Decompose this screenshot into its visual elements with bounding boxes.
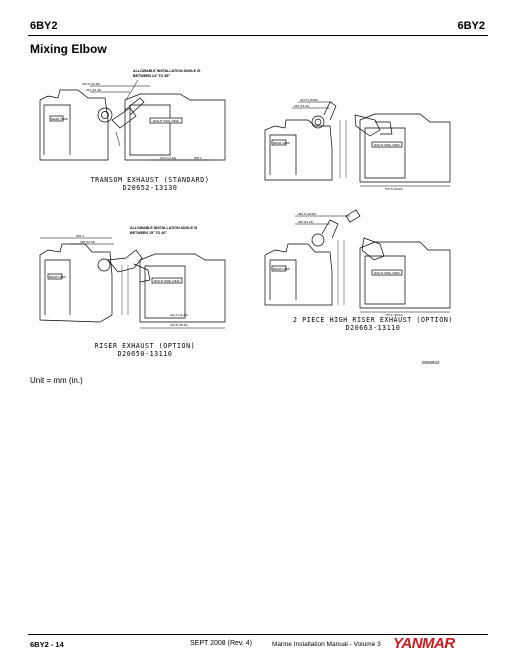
footer-page-number: 6BY2 - 14 xyxy=(30,640,64,649)
riser-dim-1: 306.4 xyxy=(76,234,84,238)
footer-date: SEPT 2008 (Rev. 4) xyxy=(190,640,252,647)
transom-caption-line1: TRANSOM EXHAUST (STANDARD) xyxy=(91,176,210,184)
yanmar-logo: YANMAR xyxy=(393,635,455,652)
transom-right-side-view-label: RIGHT SIDE VIEW xyxy=(153,119,179,123)
transom-dim-1: 416.0 (16.38) xyxy=(82,82,100,86)
mixing-elbow-drawings: ALLOWABLE INSTALLATION ANGLE IS BETWEEN … xyxy=(39,69,453,365)
high-riser-top-drawing xyxy=(264,101,451,187)
high-riser-top-right-side-view-label: RIGHT SIDE VIEW xyxy=(374,143,400,147)
transom-angle-note-line2: BETWEEN 24° TO 55° xyxy=(133,74,170,78)
riser-dim-2: 328 (12.91) xyxy=(80,240,95,244)
high-riser-dim-3: 775.1 (30.52) xyxy=(385,313,403,317)
header-rule xyxy=(28,35,488,36)
high-riser-rear-view-label: REAR VIEW xyxy=(273,267,290,271)
transom-angle-note-line1: ALLOWABLE INSTALLATION ANGLE IS xyxy=(133,69,201,73)
riser-angle-note-line2: BETWEEN 15° TO 40° xyxy=(130,231,167,235)
transom-rear-view-label: REAR VIEW xyxy=(51,117,68,121)
riser-caption-line1: RISER EXHAUST (OPTION) xyxy=(95,342,196,350)
transom-dim-3: 208.4 xyxy=(194,156,202,160)
high-riser-dim-1: 484.5 (19.08) xyxy=(298,212,316,216)
riser-caption-line2: D20650-13110 xyxy=(118,350,173,358)
transom-dim-4: 100.0 (3.94) xyxy=(160,156,176,160)
riser-angle-note-line1: ALLOWABLE INSTALLATION ANGLE IS xyxy=(130,226,198,230)
transom-exhaust-drawing xyxy=(39,79,226,161)
footer-manual-title: Marine Installation Manual - Volume 3 xyxy=(272,641,381,648)
high-riser-top-dim-2: 336 (13.23) xyxy=(294,104,309,108)
transom-caption-line2: D20652-13130 xyxy=(123,184,178,192)
figure-code: 0006602 xyxy=(422,360,440,365)
high-riser-right-side-view-label: RIGHT SIDE VIEW xyxy=(374,271,400,275)
high-riser-drawing xyxy=(264,209,451,313)
high-riser-top-rear-view-label: REAR VIEW xyxy=(273,141,290,145)
transom-dim-2: 341 (13.43) xyxy=(86,88,101,92)
header-model-left: 6BY2 xyxy=(30,20,58,32)
riser-exhaust-drawing xyxy=(39,237,226,329)
unit-note: Unit = mm (in.) xyxy=(30,376,83,385)
high-riser-dim-2: 336 (13.23) xyxy=(298,220,313,224)
high-riser-top-dim-1: 403.5 (15.89) xyxy=(300,98,318,102)
high-riser-top-dim-3: 676.5 (26.63) xyxy=(385,187,403,191)
riser-right-side-view-label: RIGHT SIDE VIEW xyxy=(154,279,180,283)
header-model-right: 6BY2 xyxy=(457,20,485,32)
section-title: Mixing Elbow xyxy=(30,42,107,56)
riser-rear-view-label: REAR VIEW xyxy=(49,275,66,279)
footer-rule xyxy=(28,634,488,635)
high-riser-caption-line2: D20663-13110 xyxy=(346,324,401,332)
riser-dim-3: 722.8 (28.46) xyxy=(170,323,188,327)
high-riser-caption-line1: 2 PIECE HIGH RISER EXHAUST (OPTION) xyxy=(293,316,453,324)
riser-dim-4: 311.5 (12.26) xyxy=(170,313,188,317)
